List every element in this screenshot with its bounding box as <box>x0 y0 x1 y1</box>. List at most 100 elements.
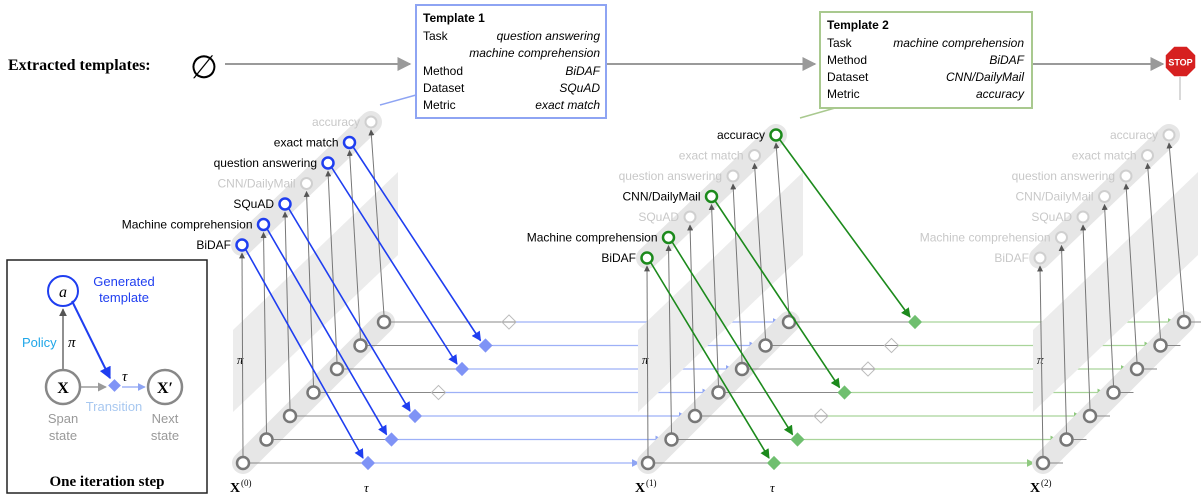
transition-diamond <box>883 337 900 354</box>
policy-line <box>644 265 651 457</box>
action-arrow <box>352 147 482 342</box>
template-2-title: Template 2 <box>827 18 889 32</box>
action-node <box>321 156 335 170</box>
action-node <box>1055 231 1068 244</box>
span-node <box>282 408 298 424</box>
span-node <box>1153 338 1168 353</box>
legend-pi: π <box>68 335 76 351</box>
policy-line <box>303 190 314 386</box>
legend-a: a <box>59 284 67 301</box>
action-arrow <box>671 242 794 436</box>
legend-transition-diamond <box>108 379 121 392</box>
transition-diamond <box>454 361 470 377</box>
span-node <box>687 408 703 424</box>
t1-val-1: machine comprehension <box>469 46 600 60</box>
action-label: CNN/DailyMail <box>1015 190 1093 204</box>
action-label: Machine comprehension <box>527 231 658 245</box>
t1-val-3: SQuAD <box>559 81 600 95</box>
action-label: CNN/DailyMail <box>217 177 295 191</box>
action-node <box>300 177 313 190</box>
action-node <box>1076 210 1090 224</box>
transition-diamond <box>766 455 782 471</box>
action-label: SQuAD <box>638 210 679 224</box>
span-node <box>1035 455 1051 471</box>
legend-next-node <box>146 368 184 406</box>
policy-line <box>665 244 672 433</box>
stop-sign-icon: STOP <box>1164 45 1197 78</box>
policy-plane <box>1033 172 1198 412</box>
span-node <box>734 361 750 377</box>
legend-span-2: state <box>49 428 77 443</box>
t1-key-2: Method <box>423 64 463 78</box>
span-node <box>1106 385 1121 400</box>
legend-span-1: Span <box>48 411 78 426</box>
t1-val-0: question answering <box>497 29 601 43</box>
span-node <box>235 455 251 471</box>
t2-val-2: CNN/DailyMail <box>946 70 1024 84</box>
transition-diamond <box>907 314 923 330</box>
t2-key-0: Task <box>827 36 853 50</box>
action-node <box>235 238 249 252</box>
policy-line <box>1037 265 1044 457</box>
action-node <box>726 169 740 183</box>
action-label: question answering <box>214 156 317 170</box>
policy-line <box>282 211 291 410</box>
action-arrow <box>245 249 364 459</box>
action-label: accuracy <box>717 128 765 142</box>
empty-set-symbol: ∅ <box>190 49 218 85</box>
action-label: accuracy <box>1110 128 1158 142</box>
t1-key-0: Task <box>423 29 449 43</box>
tau-label: τ <box>364 480 370 495</box>
action-node <box>256 217 271 232</box>
span-node <box>664 432 679 447</box>
legend-box: a Generated template Policy π τ X X′ Tra… <box>6 259 208 494</box>
span-node <box>758 338 773 353</box>
t1-val-4: exact match <box>535 98 600 112</box>
policy-line <box>751 162 766 339</box>
policy-line <box>1080 224 1091 410</box>
action-node <box>278 197 292 211</box>
action-arrow <box>331 167 458 365</box>
transition-diamond <box>813 408 829 424</box>
policy-line <box>730 183 743 363</box>
t2-val-3: accuracy <box>976 87 1025 101</box>
policy-line <box>1166 142 1185 316</box>
legend-xprime: X′ <box>157 380 173 397</box>
action-arrow <box>288 208 411 412</box>
transition-diamond <box>501 314 517 330</box>
policy-line <box>1058 244 1067 433</box>
action-node <box>704 189 719 204</box>
template-1-connector <box>379 94 417 106</box>
policy-plane <box>233 172 398 412</box>
legend-generated-2: template <box>99 290 149 305</box>
action-arrow <box>266 229 388 436</box>
transition-diamond <box>837 385 852 400</box>
legend-x: X <box>57 380 69 397</box>
action-label: exact match <box>679 149 744 163</box>
policy-line <box>1123 183 1138 363</box>
span-node <box>329 361 345 377</box>
policy-line <box>239 252 246 457</box>
pi-label: π <box>1037 352 1044 367</box>
transition-diamond <box>478 338 493 353</box>
iteration-columns: π BiDAF Machine comprehension SQuAD CNN/Dail… <box>122 111 1201 496</box>
state-label-sup: (0) <box>241 478 252 488</box>
transition-diamond <box>360 455 376 471</box>
action-node <box>769 128 783 142</box>
span-node <box>259 432 274 447</box>
action-arrow <box>779 139 911 318</box>
action-label: question answering <box>619 169 722 183</box>
action-node <box>1162 128 1176 142</box>
t2-key-2: Dataset <box>827 70 869 84</box>
action-node <box>661 230 676 245</box>
tau-label: τ <box>770 480 776 495</box>
policy-line <box>325 170 338 363</box>
action-label: accuracy <box>312 115 360 129</box>
action-label: BiDAF <box>196 238 231 252</box>
transition-diamond <box>860 361 876 377</box>
policy-line <box>346 149 361 339</box>
t2-val-1: BiDAF <box>989 53 1024 67</box>
legend-generated-1: Generated <box>93 274 154 289</box>
